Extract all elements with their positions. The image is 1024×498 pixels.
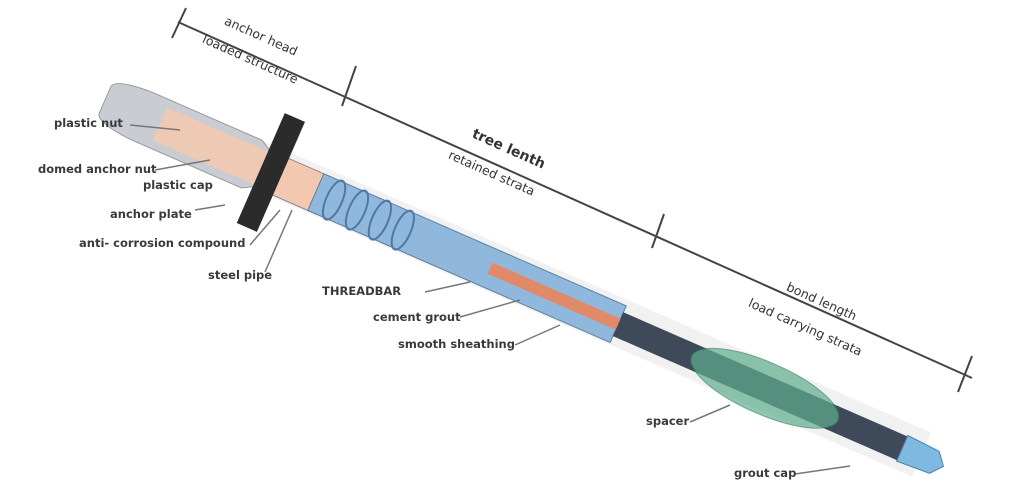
label-spacer: spacer <box>646 414 690 428</box>
label-plastic-nut: plastic nut <box>54 116 123 130</box>
label-threadbar: THREADBAR <box>322 284 402 298</box>
label-domed-anchor-nut: domed anchor nut <box>38 162 157 176</box>
label-cement-grout: cement grout <box>373 310 461 324</box>
sheath-ribs <box>321 179 415 251</box>
threadbar <box>487 262 621 330</box>
label-smooth-sheathing: smooth sheathing <box>398 337 515 351</box>
smooth-sheathing <box>307 173 627 344</box>
label-steel-pipe: steel pipe <box>208 268 273 282</box>
anchor-plate <box>236 113 305 232</box>
grout-cap-shape <box>895 434 945 474</box>
leader-lines <box>129 124 851 475</box>
label-anchor-plate: anchor plate <box>110 207 192 221</box>
dimension-line <box>171 7 973 393</box>
label-grout-cap: grout cap <box>734 466 797 480</box>
spacer-shape <box>690 347 840 429</box>
label-plastic-cap: plastic cap <box>143 178 213 192</box>
label-anti-corrosion: anti- corrosion compound <box>79 236 246 250</box>
anchor-nut <box>152 107 278 189</box>
